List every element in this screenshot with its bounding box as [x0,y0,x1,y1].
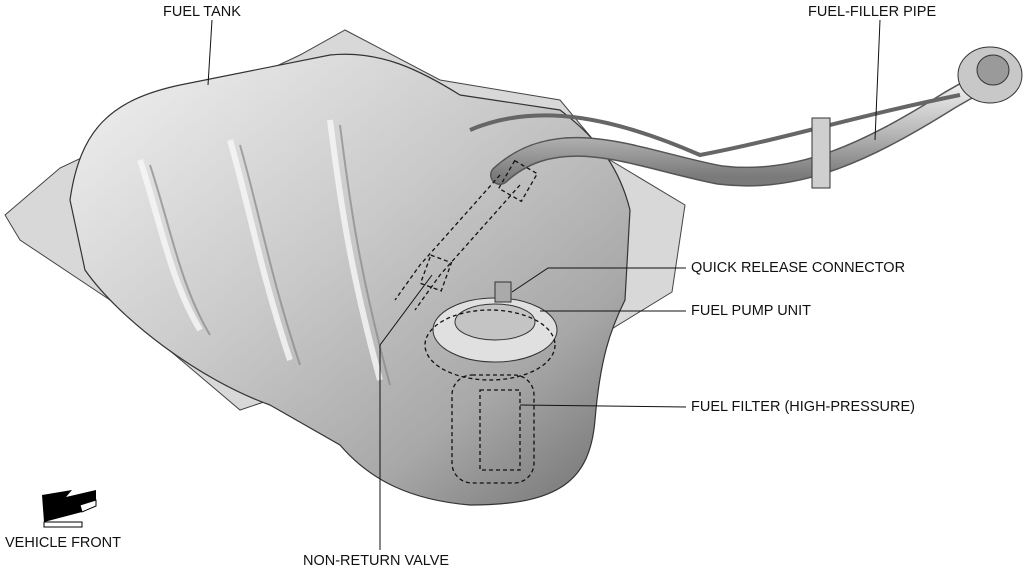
tank-body [69,53,631,506]
leader-lines [207,19,881,550]
label-vehicle-front: VEHICLE FRONT [5,535,122,551]
label-non-return-valve: NON-RETURN VALVE [303,553,450,569]
pipe-bracket [811,117,831,189]
label-fuel-filter: FUEL FILTER (HIGH-PRESSURE) [691,399,915,415]
label-fuel-pump-unit: FUEL PUMP UNIT [691,303,812,319]
label-fuel-tank: FUEL TANK [163,4,241,20]
tank-ridges [137,119,383,381]
quick-release-connector [494,281,512,303]
label-quick-release-connector: QUICK RELEASE CONNECTOR [691,260,906,276]
vehicle-front-arrow-icon [42,490,97,528]
hidden-lines [394,159,556,484]
label-fuel-filler-pipe: FUEL-FILLER PIPE [808,4,937,20]
